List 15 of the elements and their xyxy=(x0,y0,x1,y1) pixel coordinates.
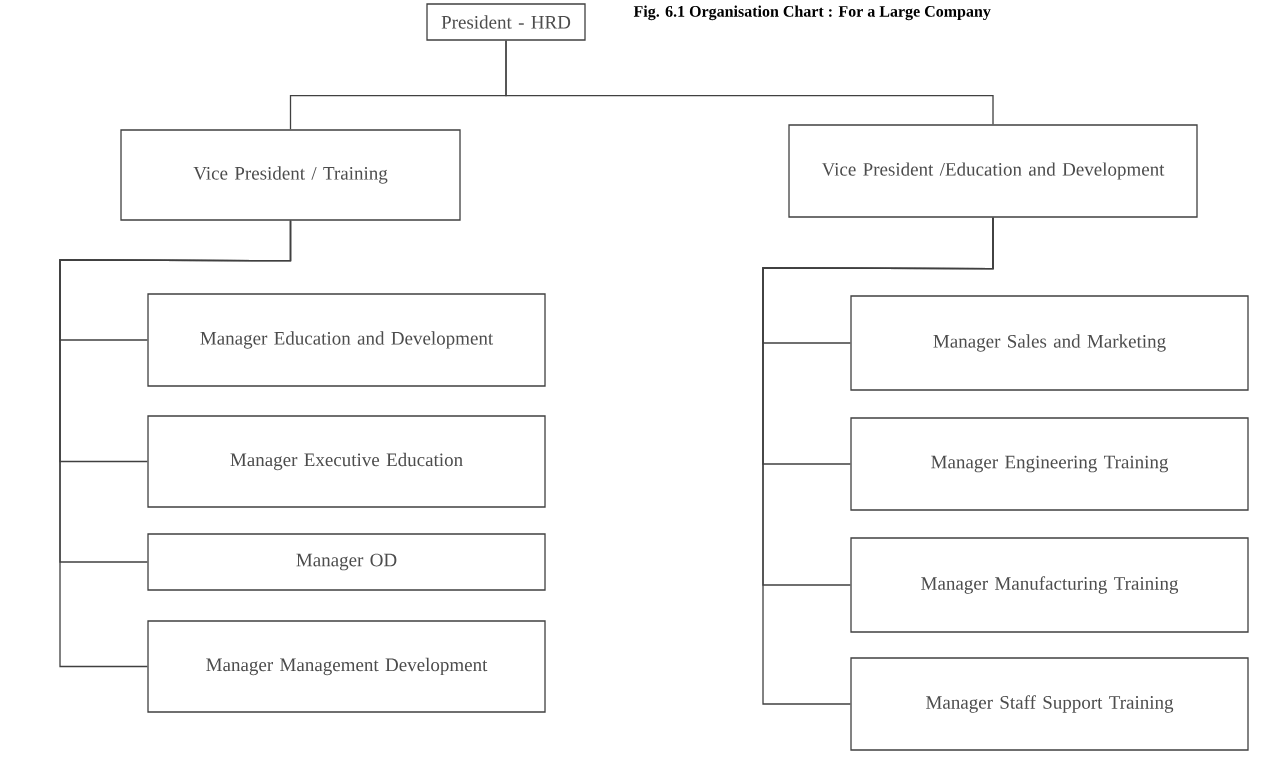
org-box: Manager Executive Education xyxy=(147,415,546,508)
org-box: Manager Management Development xyxy=(147,620,546,713)
org-box: Manager Engineering Training xyxy=(850,417,1249,511)
org-box: Manager Education and Development xyxy=(147,293,546,387)
org-box: Manager OD xyxy=(147,533,546,591)
org-box: Vice President / Training xyxy=(120,129,461,221)
org-box: Manager Staff Support Training xyxy=(850,657,1249,751)
connector-line xyxy=(59,220,292,668)
connector-line xyxy=(505,40,994,125)
org-box: President - HRD xyxy=(426,3,586,41)
org-box: Manager Sales and Marketing xyxy=(850,295,1249,391)
org-box: Vice President /Education and Development xyxy=(788,124,1198,218)
org-box: Manager Manufacturing Training xyxy=(850,537,1249,633)
title: Fig. 6.1 Organisation Chart : For a Large Company xyxy=(633,5,991,21)
connector-line xyxy=(762,217,994,705)
